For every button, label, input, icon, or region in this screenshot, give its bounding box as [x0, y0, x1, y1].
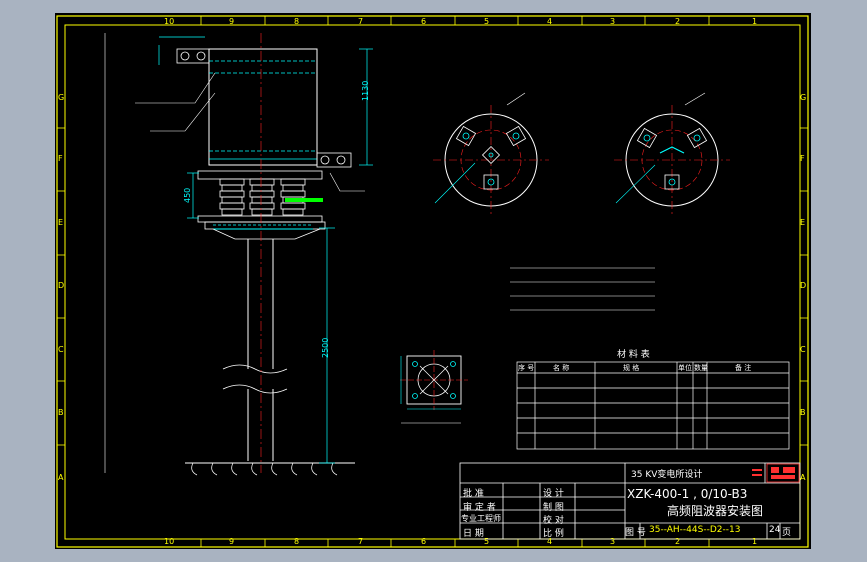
outer-frame [56, 15, 809, 548]
col-label-3: 3 [610, 17, 616, 26]
sheet-number: 24 [769, 525, 781, 535]
mt-header-index: 序 号 [518, 364, 535, 372]
row-label-a-right: A [800, 473, 806, 482]
drawing-number: 35--AH--44S--D2--13 [649, 525, 741, 535]
row-label-b-right: B [800, 408, 806, 417]
row-label-b: B [58, 408, 64, 417]
col-label-1-bottom: 1 [752, 537, 758, 546]
elevation-view [104, 33, 373, 476]
tb-row-date: 日 期 [463, 529, 484, 539]
mt-header-unit: 单位 [678, 364, 692, 372]
drawing-title: 高频阻波器安装图 [667, 504, 764, 518]
col-label-2-bottom: 2 [675, 537, 681, 546]
tb-row-approve: 批 准 [463, 489, 484, 499]
wave-trap-body [208, 48, 318, 166]
logo-icon [752, 467, 795, 479]
col-label-8-bottom: 8 [294, 537, 300, 546]
mt-header-spec: 规 格 [623, 364, 640, 372]
col-label-4: 4 [547, 17, 553, 26]
col-label-5: 5 [484, 17, 490, 26]
col-label-4-bottom: 4 [547, 537, 553, 546]
row-label-g-right: G [800, 93, 807, 102]
design-unit: 35 KV变电所设计 [631, 470, 703, 480]
plan-view-2 [614, 92, 730, 215]
row-label-e: E [58, 218, 64, 227]
col-label-2: 2 [675, 17, 681, 26]
row-label-d-right: D [800, 281, 807, 290]
row-label-c-right: C [800, 345, 806, 354]
drawing-no-label: 图 号 [625, 528, 646, 538]
tb-row-draft: 制 图 [543, 503, 564, 513]
tb-row-design: 设 计 [543, 489, 564, 499]
sheet-suffix: 页 [782, 528, 792, 538]
dim-body-height: 1130 [361, 80, 370, 101]
drawing-canvas [56, 15, 809, 548]
row-label-c: C [58, 345, 64, 354]
row-label-g: G [58, 93, 65, 102]
inner-frame [64, 24, 801, 540]
base-plate-detail [400, 350, 468, 424]
col-label-9: 9 [229, 17, 235, 26]
col-label-5-bottom: 5 [484, 537, 490, 546]
mt-header-remark: 备 注 [735, 364, 752, 372]
tb-row-engineer: 专业工程师 [461, 514, 501, 523]
row-label-a: A [58, 473, 64, 482]
dim-total-height: 2500 [321, 337, 330, 358]
col-label-8: 8 [294, 17, 300, 26]
nameplate-marker [285, 198, 323, 202]
row-label-f: F [58, 154, 63, 163]
tb-row-reviewer: 审 定 者 [463, 503, 496, 513]
row-label-f-right: F [800, 154, 805, 163]
logo-box [766, 463, 800, 483]
col-label-9-bottom: 9 [229, 537, 235, 546]
col-label-6-bottom: 6 [421, 537, 427, 546]
col-label-7-bottom: 7 [358, 537, 364, 546]
materials-table-title: 材 料 表 [617, 350, 650, 360]
mt-header-qty: 数量 [694, 364, 708, 372]
row-label-e-right: E [800, 218, 806, 227]
mt-header-name: 名 称 [553, 364, 570, 372]
col-label-1: 1 [752, 17, 758, 26]
materials-table [516, 361, 790, 450]
cad-viewport[interactable]: 10 9 8 7 6 5 4 3 2 1 10 9 8 7 6 5 4 3 2 … [55, 13, 811, 549]
col-label-6: 6 [421, 17, 427, 26]
row-label-d: D [58, 281, 65, 290]
plan-view-1 [433, 92, 549, 215]
title-block [459, 462, 801, 540]
dim-post-height: 450 [183, 187, 192, 203]
model-number: XZK-400-1 , 0/10-B3 [627, 487, 748, 501]
tb-row-check: 校 对 [543, 516, 564, 526]
tb-row-scale: 比 例 [543, 529, 564, 539]
col-label-10-bottom: 10 [164, 537, 175, 546]
notes-block [510, 267, 655, 311]
column-ticks [57, 16, 808, 547]
col-label-7: 7 [358, 17, 364, 26]
col-label-3-bottom: 3 [610, 537, 616, 546]
col-label-10: 10 [164, 17, 175, 26]
